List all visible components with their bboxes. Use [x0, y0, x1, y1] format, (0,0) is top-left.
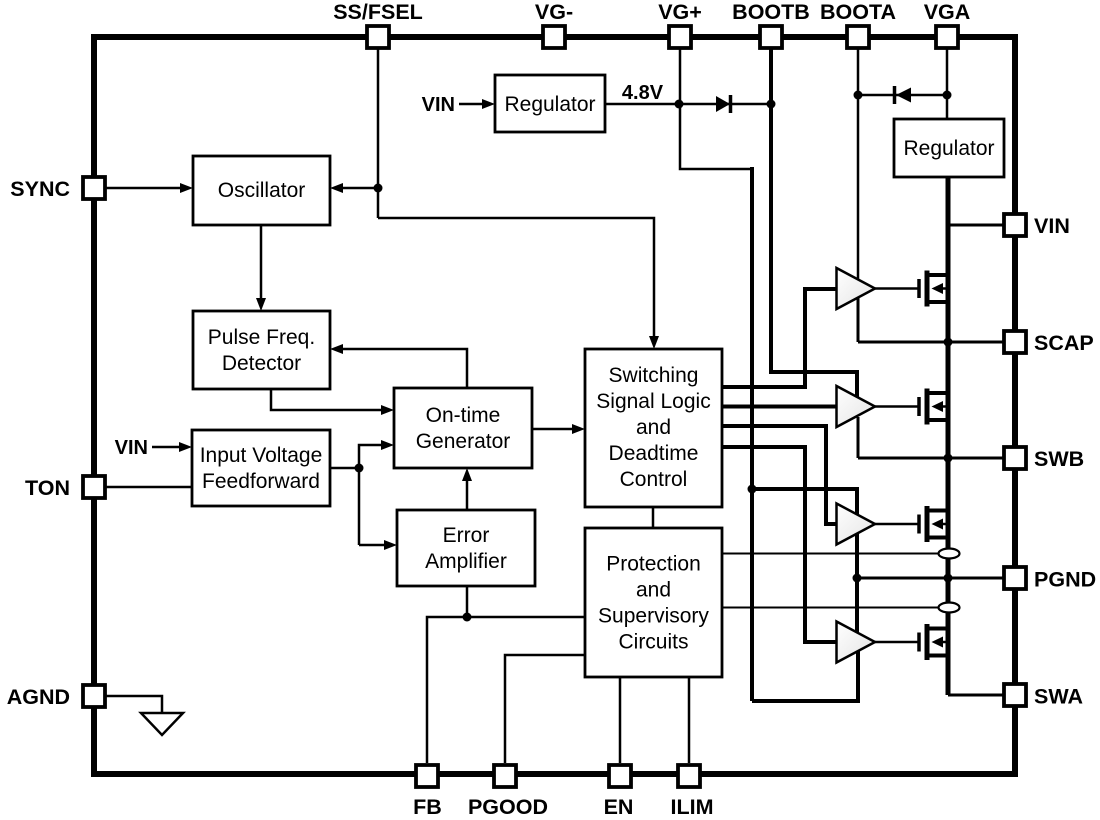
- svg-text:Error: Error: [443, 524, 490, 547]
- svg-text:VGA: VGA: [924, 0, 971, 24]
- svg-text:and: and: [636, 416, 671, 439]
- svg-text:VIN: VIN: [422, 94, 455, 116]
- svg-text:VG-: VG-: [535, 0, 573, 24]
- svg-text:Pulse Freq.: Pulse Freq.: [208, 326, 315, 349]
- svg-text:Regulator: Regulator: [903, 137, 994, 160]
- svg-text:On-time: On-time: [426, 404, 501, 427]
- svg-text:Signal Logic: Signal Logic: [596, 390, 710, 413]
- svg-text:Oscillator: Oscillator: [218, 179, 306, 202]
- svg-text:BOOTA: BOOTA: [820, 0, 896, 24]
- svg-text:BOOTB: BOOTB: [732, 0, 810, 24]
- svg-text:SYNC: SYNC: [10, 177, 70, 201]
- svg-text:SS/FSEL: SS/FSEL: [333, 0, 423, 24]
- svg-text:Generator: Generator: [416, 430, 511, 453]
- svg-text:Deadtime: Deadtime: [609, 442, 699, 465]
- svg-text:4.8V: 4.8V: [622, 82, 664, 104]
- svg-text:Control: Control: [620, 468, 688, 491]
- svg-text:SCAP: SCAP: [1034, 331, 1094, 355]
- svg-text:Detector: Detector: [222, 352, 301, 375]
- svg-text:EN: EN: [604, 795, 634, 819]
- svg-text:VIN: VIN: [1034, 214, 1070, 238]
- svg-text:Supervisory: Supervisory: [598, 605, 709, 628]
- svg-text:Circuits: Circuits: [618, 631, 688, 654]
- svg-text:Input Voltage: Input Voltage: [200, 444, 323, 467]
- svg-text:Feedforward: Feedforward: [202, 470, 320, 493]
- svg-text:VG+: VG+: [658, 0, 702, 24]
- svg-text:FB: FB: [413, 795, 442, 819]
- svg-text:Protection: Protection: [606, 553, 701, 576]
- svg-text:Switching: Switching: [609, 364, 699, 387]
- svg-text:SWB: SWB: [1034, 447, 1084, 471]
- svg-text:TON: TON: [25, 476, 70, 500]
- svg-text:Amplifier: Amplifier: [425, 550, 507, 573]
- svg-text:Regulator: Regulator: [504, 93, 595, 116]
- svg-text:PGND: PGND: [1034, 568, 1096, 592]
- svg-text:and: and: [636, 579, 671, 602]
- svg-text:ILIM: ILIM: [671, 795, 714, 819]
- svg-text:PGOOD: PGOOD: [468, 795, 548, 819]
- svg-text:VIN: VIN: [115, 437, 148, 459]
- svg-text:AGND: AGND: [7, 685, 70, 709]
- svg-text:SWA: SWA: [1034, 685, 1083, 709]
